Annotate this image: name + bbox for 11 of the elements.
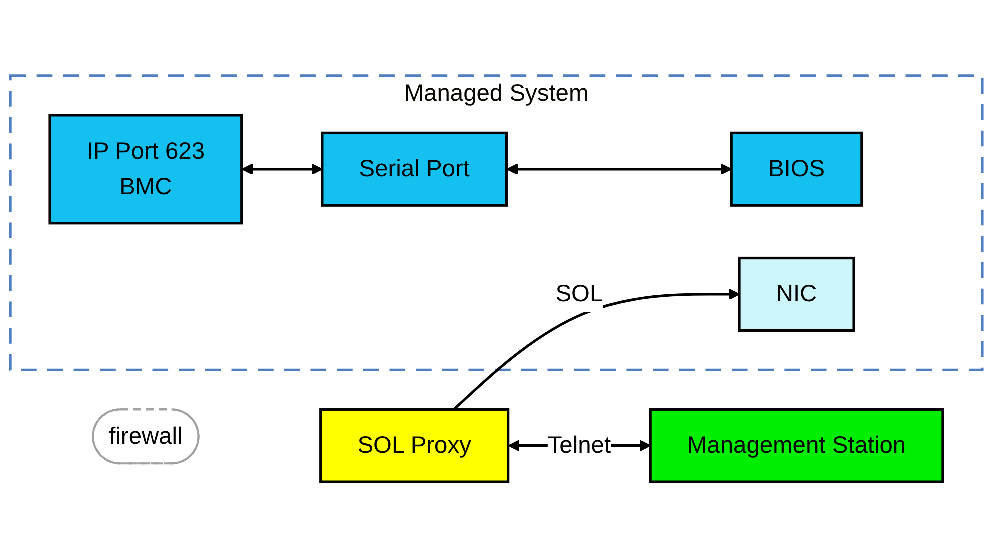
node-box: SOL Proxy [320,408,510,484]
node-box: Management Station [649,408,944,484]
edge-label: Telnet [548,432,612,458]
arrow [506,164,732,176]
node-box: Serial Port [321,132,508,207]
node-box: NIC [738,256,856,332]
arrow [453,288,740,411]
node-box: IP Port 623 BMC [48,114,244,225]
arrow [242,164,323,176]
edge-label: SOL [556,280,604,307]
node-box: BIOS [730,132,864,207]
